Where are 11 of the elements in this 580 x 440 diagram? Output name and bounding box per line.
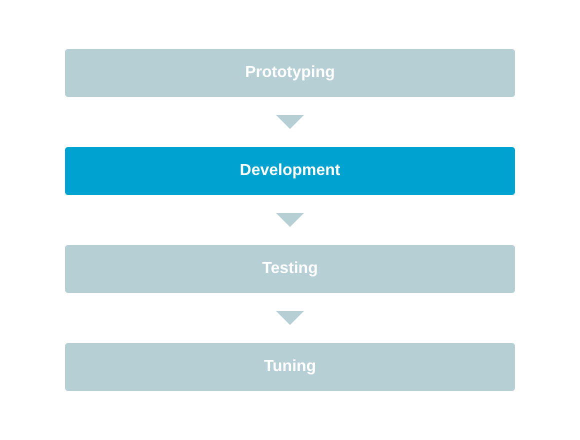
process-box [65,343,515,391]
arrow [276,213,304,227]
step-label: Development [240,162,340,180]
process-box [65,49,515,97]
arrow [276,311,304,325]
process-box [65,147,515,195]
step-label: Testing [262,260,318,278]
step-label: Prototyping [245,64,335,82]
arrow [276,115,304,129]
process-box [65,245,515,293]
step-label: Tuning [264,358,316,376]
